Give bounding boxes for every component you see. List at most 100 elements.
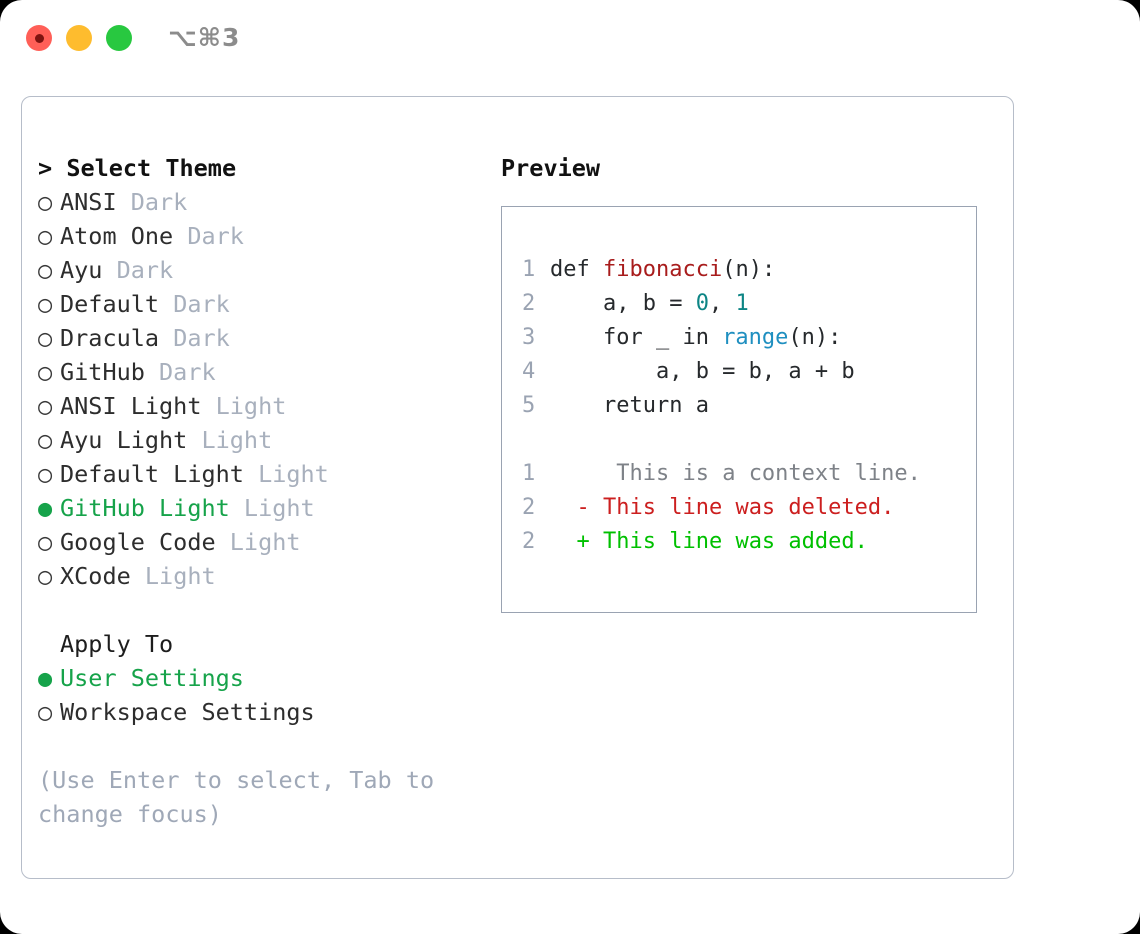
apply-to-option-user-settings[interactable]: ●User Settings: [38, 661, 468, 695]
line-number: 4: [522, 359, 536, 384]
radio-unselected-icon: ○: [38, 188, 53, 216]
theme-option-variant: Light: [130, 562, 216, 590]
code-token: 0: [695, 291, 709, 316]
theme-option-atom-one[interactable]: ○Atom One Dark: [38, 219, 468, 253]
theme-option-variant: Light: [215, 528, 301, 556]
diff-marker: +: [550, 529, 590, 554]
minimize-button[interactable]: [66, 25, 92, 51]
code-line: 5 return a: [522, 389, 976, 423]
theme-option-variant: Light: [187, 426, 273, 454]
line-number: 2: [522, 495, 536, 520]
theme-option-github-light[interactable]: ●GitHub Light Light: [38, 491, 468, 525]
code-line: 1 def fibonacci(n):: [522, 253, 976, 287]
code-token: return a: [550, 393, 709, 418]
select-theme-header: > Select Theme: [38, 151, 468, 185]
list-spacer: [38, 593, 468, 627]
code-line: 3 for _ in range(n):: [522, 321, 976, 355]
radio-unselected-icon: ○: [38, 698, 53, 726]
theme-option-variant: Dark: [173, 222, 244, 250]
theme-option-label: ANSI Light: [60, 392, 202, 420]
theme-option-variant: Dark: [144, 358, 216, 386]
theme-option-variant: Dark: [159, 324, 230, 352]
code-token: (n):: [788, 325, 842, 350]
radio-unselected-icon: ○: [38, 426, 53, 454]
line-number: 1: [522, 257, 536, 282]
theme-option-label: Atom One: [60, 222, 174, 250]
radio-selected-icon: ●: [38, 494, 53, 522]
theme-option-label: Ayu Light: [60, 426, 188, 454]
theme-option-variant: Light: [229, 494, 315, 522]
preview-title: Preview: [501, 154, 601, 182]
apply-to-option-workspace-settings[interactable]: ○Workspace Settings: [38, 695, 468, 729]
apply-to-option-label: Workspace Settings: [60, 698, 315, 726]
radio-unselected-icon: ○: [38, 256, 53, 284]
theme-option-label: GitHub: [60, 358, 145, 386]
theme-option-label: GitHub Light: [60, 494, 230, 522]
theme-option-github[interactable]: ○GitHub Dark: [38, 355, 468, 389]
theme-picker-column: > Select Theme ○ANSI Dark○Atom One Dark○…: [38, 151, 468, 831]
theme-option-label: Default Light: [60, 460, 244, 488]
code-token: for _ in: [550, 325, 723, 350]
line-number: 2: [522, 291, 536, 316]
theme-option-label: ANSI: [60, 188, 117, 216]
radio-unselected-icon: ○: [38, 460, 53, 488]
code-diff-gap: [522, 423, 976, 457]
radio-unselected-icon: ○: [38, 528, 53, 556]
theme-option-variant: Light: [201, 392, 287, 420]
radio-unselected-icon: ○: [38, 562, 53, 590]
apply-to-option-label: User Settings: [60, 664, 244, 692]
theme-option-ayu[interactable]: ○Ayu Dark: [38, 253, 468, 287]
diff-line-del: 2 - This line was deleted.: [522, 491, 976, 525]
theme-option-dracula[interactable]: ○Dracula Dark: [38, 321, 468, 355]
code-line: 4 a, b = b, a + b: [522, 355, 976, 389]
keyboard-hint: (Use Enter to select, Tab to change focu…: [38, 766, 435, 828]
theme-option-google-code[interactable]: ○Google Code Light: [38, 525, 468, 559]
radio-selected-icon: ●: [38, 664, 53, 692]
diff-line-add: 2 + This line was added.: [522, 525, 976, 559]
theme-option-variant: Dark: [102, 256, 174, 284]
theme-option-ayu-light[interactable]: ○Ayu Light Light: [38, 423, 468, 457]
radio-unselected-icon: ○: [38, 290, 53, 318]
line-number: 2: [522, 529, 536, 554]
theme-option-label: XCode: [60, 562, 131, 590]
apply-to-list: ●User Settings○Workspace Settings: [38, 661, 468, 729]
theme-option-xcode[interactable]: ○XCode Light: [38, 559, 468, 593]
theme-option-default[interactable]: ○Default Dark: [38, 287, 468, 321]
code-token: 1: [735, 291, 749, 316]
theme-option-variant: Light: [243, 460, 329, 488]
theme-option-label: Default: [60, 290, 160, 318]
close-button[interactable]: [26, 25, 52, 51]
main-panel: > Select Theme ○ANSI Dark○Atom One Dark○…: [21, 96, 1014, 879]
code-token: a, b =: [550, 291, 696, 316]
radio-unselected-icon: ○: [38, 222, 53, 250]
theme-option-label: Google Code: [60, 528, 216, 556]
diff-sample: 1 This is a context line.2 - This line w…: [522, 457, 976, 559]
code-token: def: [550, 257, 603, 282]
diff-text: This line was deleted.: [589, 495, 895, 520]
diff-line-ctx: 1 This is a context line.: [522, 457, 976, 491]
theme-option-default-light[interactable]: ○Default Light Light: [38, 457, 468, 491]
title-bar: ⌥⌘3: [0, 0, 1140, 78]
code-token: (n):: [722, 257, 776, 282]
theme-option-ansi[interactable]: ○ANSI Dark: [38, 185, 468, 219]
code-line: 2 a, b = 0, 1: [522, 287, 976, 321]
code-token: a, b = b, a + b: [550, 359, 855, 384]
theme-list: ○ANSI Dark○Atom One Dark○Ayu Dark○Defaul…: [38, 185, 468, 593]
theme-option-label: Ayu: [60, 256, 103, 284]
line-number: 1: [522, 461, 536, 486]
diff-text: This line was added.: [589, 529, 868, 554]
select-theme-header-label: Select Theme: [66, 154, 237, 182]
theme-option-ansi-light[interactable]: ○ANSI Light Light: [38, 389, 468, 423]
code-token: fibonacci: [602, 257, 723, 282]
window-controls: [26, 25, 132, 51]
radio-unselected-icon: ○: [38, 358, 53, 386]
radio-unselected-icon: ○: [38, 392, 53, 420]
diff-marker: -: [550, 495, 590, 520]
code-token: ,: [708, 291, 736, 316]
diff-marker: [550, 461, 590, 486]
maximize-button[interactable]: [106, 25, 132, 51]
